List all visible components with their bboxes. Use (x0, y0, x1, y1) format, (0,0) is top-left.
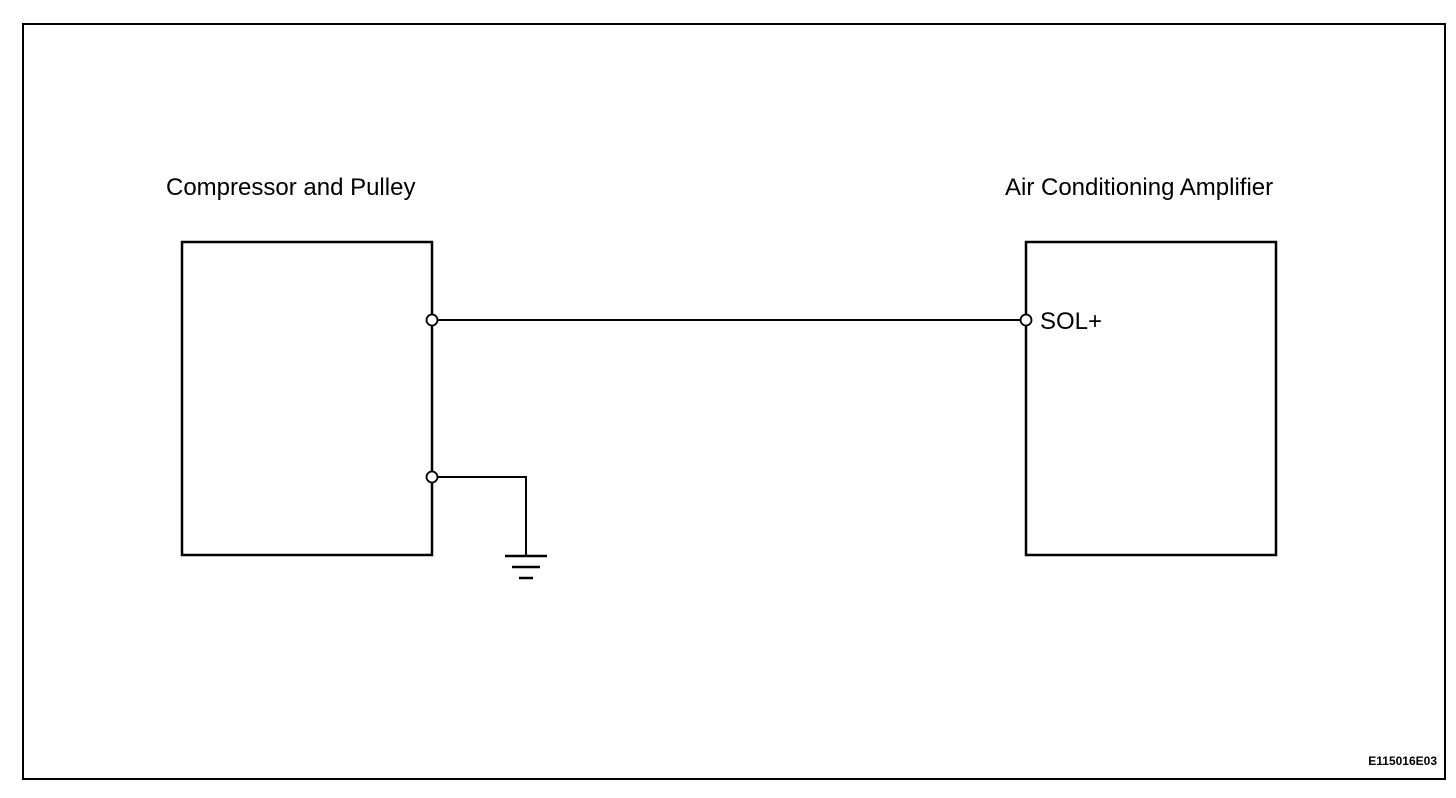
sol-plus-label: SOL+ (1040, 308, 1102, 335)
ground-wire (432, 476, 527, 555)
amplifier-box (1024, 240, 1278, 557)
compressor-terminal-signal (425, 313, 439, 327)
compressor-terminal-ground (425, 470, 439, 484)
compressor-box (180, 240, 434, 557)
amplifier-terminal-sol-plus (1019, 313, 1033, 327)
amplifier-label: Air Conditioning Amplifier (1005, 174, 1273, 201)
figure-code: E115016E03 (1368, 754, 1437, 768)
ground-symbol-icon (505, 554, 547, 580)
compressor-label: Compressor and Pulley (166, 174, 415, 201)
diagram-frame (22, 23, 1446, 780)
